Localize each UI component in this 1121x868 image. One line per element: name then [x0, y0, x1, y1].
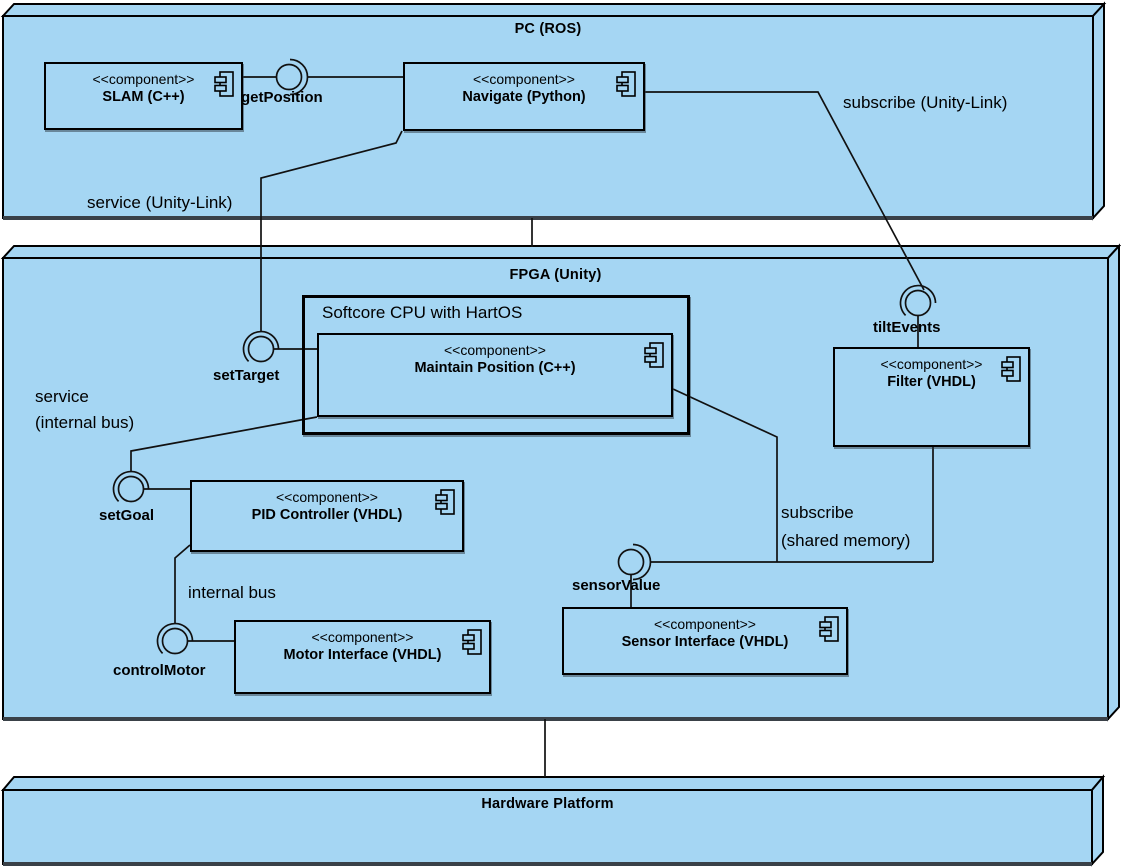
component-name: Maintain Position (C++): [414, 360, 576, 376]
settarget-ball-icon: [247, 335, 275, 363]
setgoal-socket-icon: [112, 470, 150, 502]
component-stereotype: <<component>>: [473, 71, 575, 87]
shared-memory-maintain-line: [672, 388, 778, 562]
controlmotor-ball-icon: [161, 627, 189, 655]
sensorvalue-ball-icon: [617, 548, 645, 576]
node-hardware-front-face: [2, 789, 1093, 865]
connector-service-unity-link: [242, 130, 403, 363]
setgoal-ball-icon: [117, 475, 145, 503]
node-pc-right-face: [1092, 1, 1105, 221]
component-stereotype: <<component>>: [880, 356, 983, 372]
component-icon: [616, 71, 636, 97]
component-icon: [1001, 356, 1021, 382]
softcore-cpu-title: Softcore CPU with HartOS: [322, 303, 523, 322]
node-links: [531, 218, 546, 777]
component-name: Navigate (Python): [462, 89, 586, 105]
component-stereotype: <<component>>: [92, 71, 195, 87]
component-stereotype: <<component>>: [444, 342, 546, 358]
node-fpga-top-face: [0, 245, 1121, 259]
component-icon: [435, 489, 455, 515]
component-name: SLAM (C++): [102, 89, 185, 105]
link-label-subscribe-unity: subscribe (Unity-Link): [843, 93, 1008, 112]
link-label-subscribe-shared-memory: subscribe (shared memory): [781, 503, 911, 550]
component-filter: <<component>> Filter (VHDL): [833, 347, 1030, 447]
interface-label-settarget: setTarget: [213, 367, 280, 384]
tiltevents-socket-icon: [899, 284, 937, 316]
component-icon: [214, 71, 234, 97]
settarget-socket-icon: [242, 330, 280, 362]
getposition-ball-icon: [275, 63, 303, 91]
node-title-hardware: Hardware Platform: [481, 796, 614, 812]
node-hardware-top-face: [0, 776, 1106, 791]
component-stereotype: <<component>>: [311, 629, 414, 645]
component-stereotype: <<component>>: [276, 489, 378, 505]
node-title-fpga: FPGA (Unity): [509, 267, 602, 283]
node-title-pc: PC (ROS): [514, 21, 582, 37]
setgoal-consumer-line: [130, 416, 318, 472]
link-label-service-unity: service (Unity-Link): [87, 193, 233, 212]
node-fpga-right-face: [1107, 243, 1120, 722]
component-name: PID Controller (VHDL): [251, 507, 403, 523]
connector-getposition: [243, 58, 403, 96]
connector-subscribe-unity-link: [645, 91, 937, 347]
link-label-internal-bus: internal bus: [188, 583, 276, 602]
interface-label-setgoal: setGoal: [99, 507, 155, 524]
tiltevents-ball-icon: [904, 289, 932, 317]
component-navigate: <<component>> Navigate (Python): [403, 62, 645, 131]
component-icon: [644, 342, 664, 368]
component-name: Motor Interface (VHDL): [283, 647, 442, 663]
controlmotor-consumer-line: [174, 544, 191, 624]
interface-label-tiltevents: tiltEvents: [873, 319, 941, 336]
connector-subscribe-shared-memory: [617, 388, 934, 607]
component-slam: <<component>> SLAM (C++): [44, 62, 243, 130]
link-label-service-internal-bus: service (internal bus): [35, 387, 135, 432]
node-hardware-shape: [0, 774, 1106, 867]
component-sensor-interface: <<component>> Sensor Interface (VHDL): [562, 607, 848, 675]
component-motor-interface: <<component>> Motor Interface (VHDL): [234, 620, 491, 694]
component-icon: [462, 629, 482, 655]
node-hardware-right-face: [1091, 774, 1104, 867]
component-icon: [819, 616, 839, 642]
node-pc-top-face: [0, 3, 1107, 17]
component-stereotype: <<component>>: [654, 616, 756, 632]
softcore-cpu-box: [302, 295, 690, 435]
subscribe-unity-consumer-line: [645, 91, 925, 291]
controlmotor-socket-icon: [156, 622, 194, 654]
component-name: Filter (VHDL): [887, 374, 976, 390]
interface-label-controlmotor: controlMotor: [113, 662, 206, 679]
interface-label-getposition: getPosition: [241, 89, 323, 106]
component-pid-controller: <<component>> PID Controller (VHDL): [190, 480, 464, 552]
interface-label-sensorvalue: sensorValue: [572, 577, 661, 594]
connector-internal-bus: [156, 544, 234, 655]
sensorvalue-socket-icon: [632, 543, 652, 581]
connector-service-internal-bus: [112, 416, 318, 503]
component-maintain-position: <<component>> Maintain Position (C++): [317, 333, 673, 417]
service-unity-consumer-line: [260, 130, 403, 332]
component-name: Sensor Interface (VHDL): [621, 634, 789, 650]
